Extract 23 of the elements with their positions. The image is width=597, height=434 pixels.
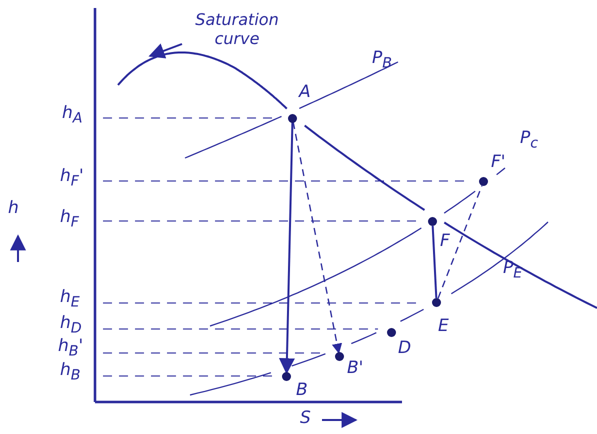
point-label: E: [438, 316, 449, 336]
point-label: B': [347, 358, 364, 378]
point-label: A: [299, 82, 311, 102]
level-label: h$_{E}$: [60, 287, 80, 312]
arrow: [292, 122, 342, 354]
axis-label: h: [8, 198, 19, 218]
axis-label: S: [300, 408, 311, 428]
point-label: F': [491, 152, 506, 172]
point-label: D: [398, 338, 412, 358]
leader-line: [148, 43, 182, 58]
point-label: F: [440, 231, 450, 251]
level-label: h$_{D}$: [60, 313, 82, 338]
curve-label: Saturation curve: [194, 10, 280, 48]
level-label: h$_{F}$: [60, 207, 79, 232]
level-label: h$_{A}$: [62, 103, 82, 128]
level-label: h$_{F}$': [60, 166, 84, 192]
level-label: h$_{B}$': [58, 336, 84, 362]
connector-line: [432, 226, 438, 298]
pressure-label: P$_{c}$: [520, 128, 538, 154]
point-label: B: [296, 380, 308, 400]
arrow: [278, 122, 295, 374]
connector-line: [438, 185, 482, 299]
level-label: h$_{B}$: [60, 360, 80, 386]
